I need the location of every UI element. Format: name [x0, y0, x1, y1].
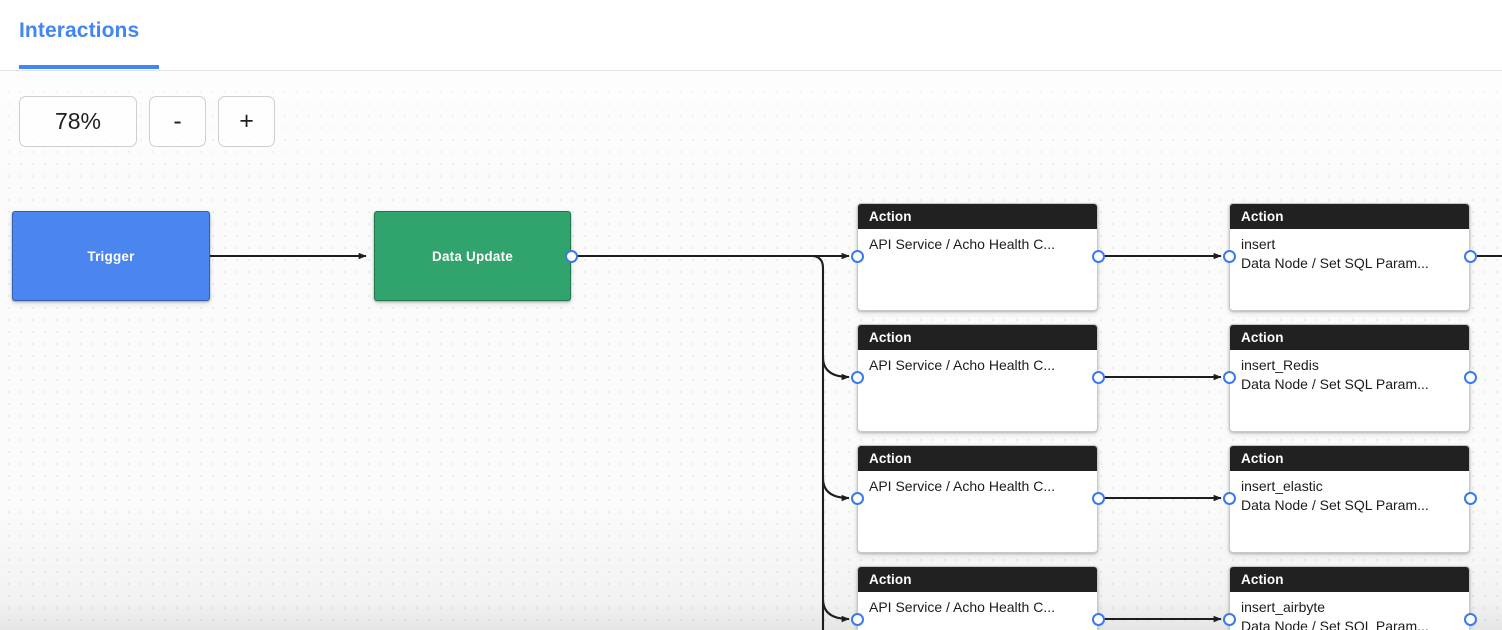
node-body-line-1: insert_Redis [1241, 357, 1319, 373]
port-api-4-out[interactable] [1091, 612, 1105, 626]
node-body-line-1: API Service / Acho Health C... [869, 236, 1055, 252]
port-data-update-out[interactable] [564, 249, 578, 263]
port-insert-elastic-out[interactable] [1463, 491, 1477, 505]
edge-to-api-4[interactable] [821, 598, 850, 623]
zoom-controls: 78% - + [19, 96, 275, 147]
tab-active-indicator [19, 65, 159, 69]
port-api-2-in[interactable] [850, 370, 864, 384]
port-api-1-out[interactable] [1091, 249, 1105, 263]
port-api-1-in[interactable] [850, 249, 864, 263]
edge-to-api-3[interactable] [821, 477, 850, 502]
node-title: Trigger [87, 248, 135, 264]
node-title: Data Update [432, 248, 513, 264]
node-header: Action [858, 567, 1097, 592]
edge-fanout-trunk[interactable] [571, 254, 825, 630]
node-header: Action [1230, 446, 1469, 471]
node-body: API Service / Acho Health C... [858, 592, 1097, 617]
port-insert-out[interactable] [1463, 249, 1477, 263]
node-header: Action [1230, 567, 1469, 592]
node-body-line-1: insert [1241, 236, 1276, 252]
node-trigger[interactable]: Trigger [12, 211, 210, 301]
port-insert-redis-out[interactable] [1463, 370, 1477, 384]
edge-to-api-2[interactable] [821, 356, 850, 381]
port-api-3-out[interactable] [1091, 491, 1105, 505]
node-body: API Service / Acho Health C... [858, 229, 1097, 254]
node-body-line-1: API Service / Acho Health C... [869, 357, 1055, 373]
zoom-level-display[interactable]: 78% [19, 96, 137, 147]
node-header: Action [858, 204, 1097, 229]
node-header: Action [858, 446, 1097, 471]
node-data-update[interactable]: Data Update [374, 211, 571, 301]
node-body-line-2: Data Node / Set SQL Param... [1241, 497, 1429, 513]
port-insert-airbyte-in[interactable] [1222, 612, 1236, 626]
header-bar: Interactions [0, 0, 1502, 71]
port-insert-redis-in[interactable] [1222, 370, 1236, 384]
node-body-line-1: API Service / Acho Health C... [869, 599, 1055, 615]
port-insert-airbyte-out[interactable] [1463, 612, 1477, 626]
node-body-line-1: insert_airbyte [1241, 599, 1326, 615]
node-body-line-2: Data Node / Set SQL Param... [1241, 376, 1429, 392]
node-body-line-2: Data Node / Set SQL Param... [1241, 255, 1429, 271]
node-body: API Service / Acho Health C... [858, 471, 1097, 496]
node-header: Action [858, 325, 1097, 350]
node-header: Action [1230, 204, 1469, 229]
zoom-out-button[interactable]: - [149, 96, 206, 147]
node-body-line-1: API Service / Acho Health C... [869, 478, 1055, 494]
port-insert-in[interactable] [1222, 249, 1236, 263]
port-insert-elastic-in[interactable] [1222, 491, 1236, 505]
port-api-4-in[interactable] [850, 612, 864, 626]
node-header: Action [1230, 325, 1469, 350]
node-body-line-2: Data Node / Set SQL Param... [1241, 618, 1429, 630]
zoom-in-button[interactable]: + [218, 96, 275, 147]
port-api-3-in[interactable] [850, 491, 864, 505]
node-body: API Service / Acho Health C... [858, 350, 1097, 375]
tab-interactions[interactable]: Interactions [19, 19, 140, 42]
node-body-line-1: insert_elastic [1241, 478, 1323, 494]
port-api-2-out[interactable] [1091, 370, 1105, 384]
